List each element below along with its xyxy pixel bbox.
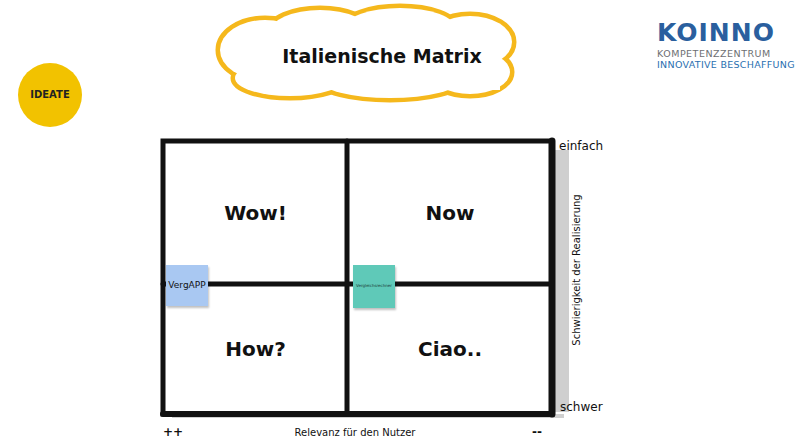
axis-end-label: -- [532,426,542,438]
sticky-note: VergAPP [166,265,208,306]
logo-subtitle: KOMPETENZZENTRUM [657,49,771,59]
node-text: Ciao.. [418,338,482,361]
node-text: How? [225,338,286,361]
logo-subtitle: INNOVATIVE BESCHAFFUNG [657,60,795,70]
logo-wordmark: KOINNO [657,20,775,45]
matrix-grid [163,141,552,414]
quadrant-label: Now [350,144,550,282]
node-text: Wow! [224,202,287,225]
phase-badge: IDEATE [18,63,82,127]
quadrant-label: Wow! [166,144,345,282]
axis-end-label: ++ [163,426,183,438]
axis-title: Relevanz für den Nutzer [295,428,416,438]
node-text: Vergleichsrechner [356,284,392,289]
title-cloud [220,8,512,98]
node-text: IDEATE [30,89,69,101]
title: Italienische Matrix [282,47,481,66]
axis-end-label: schwer [560,401,603,413]
node-text: Now [426,202,475,225]
node-text: VergAPP [168,280,205,290]
sticky-note: Vergleichsrechner [353,265,395,308]
axis-end-label: einfach [559,140,603,152]
axis-title: Schwierigkeit der Realisierung [572,194,582,345]
